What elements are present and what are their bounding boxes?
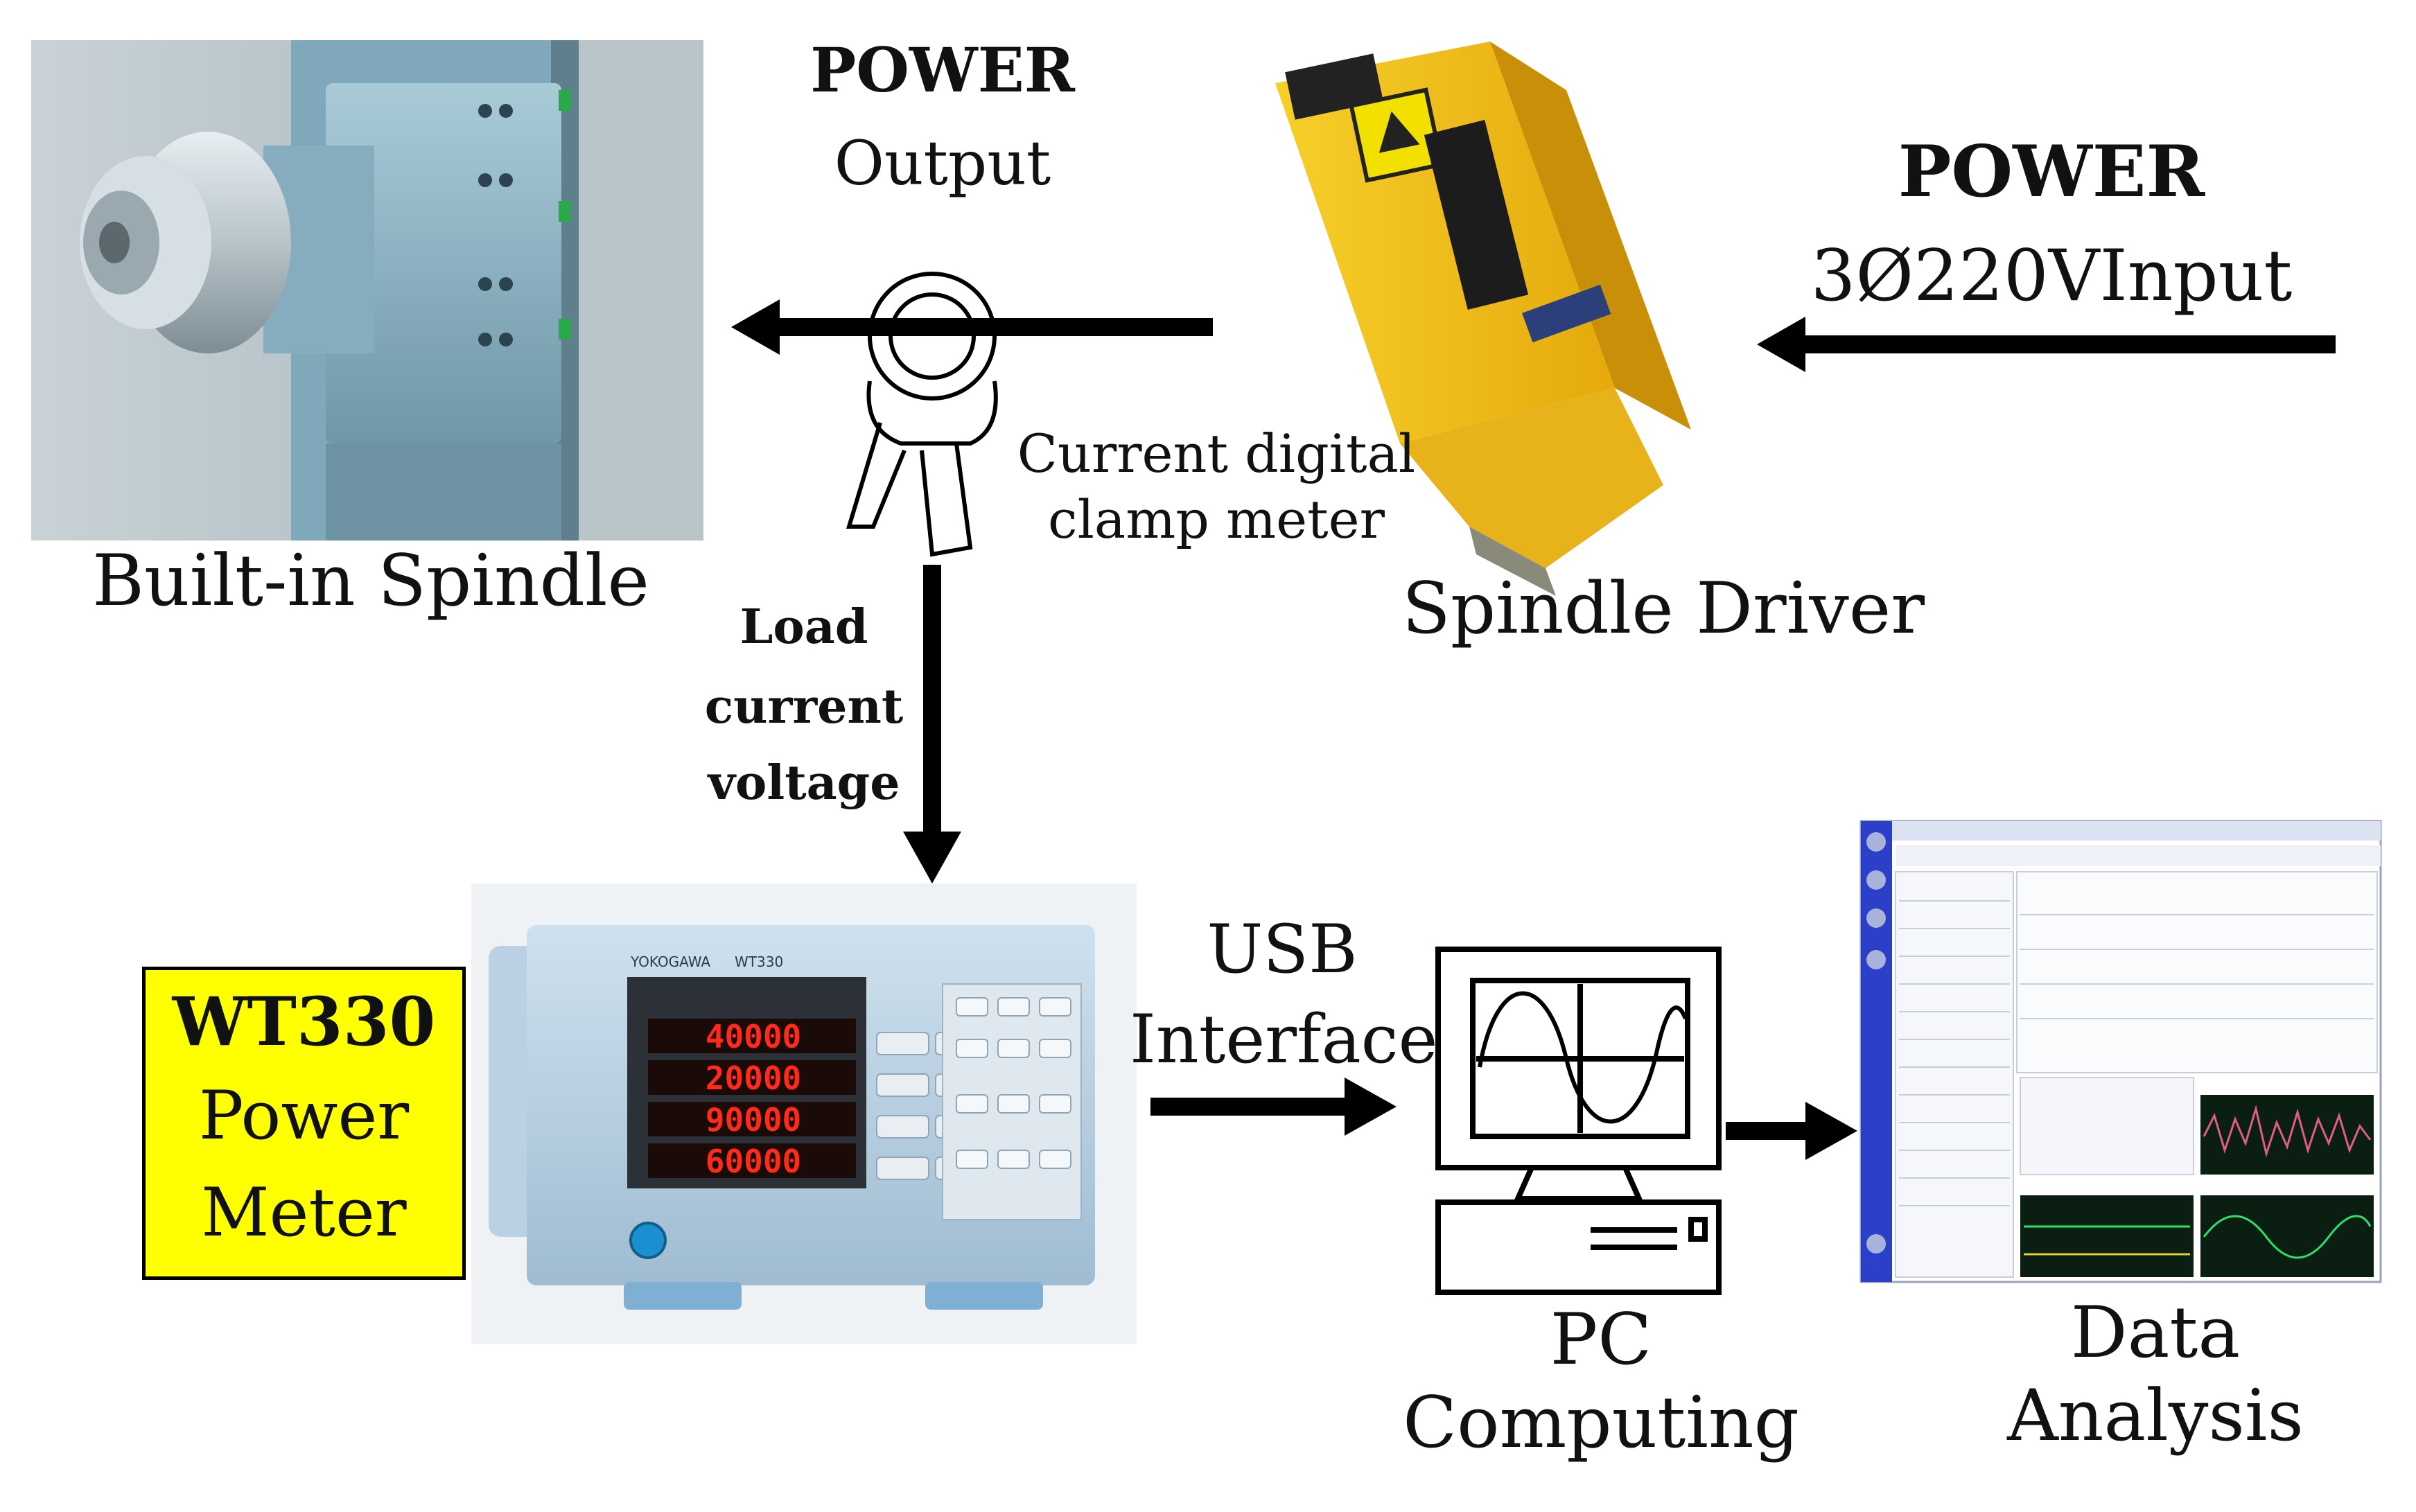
meter-reading-4: 60000 [706,1143,801,1180]
data-analysis-label-line2: Analysis [2007,1375,2304,1457]
power-output-subtitle: Output [834,128,1051,199]
load-label-line3: voltage [708,755,900,811]
power-input-subtitle: 3Ø220VInput [1810,235,2293,317]
wt330-label-line1: WT330 [172,983,436,1061]
arrow-to-power-meter [903,832,961,884]
clamp-meter-label-line1: Current digital [1017,423,1416,484]
power-output-title: POWER [810,34,1075,106]
pc-computing-label-line1: PC [1550,1299,1652,1381]
meter-reading-3: 90000 [706,1101,801,1139]
wt330-label-line3: Meter [201,1174,407,1251]
arrow-to-data-analysis [1805,1102,1857,1160]
built-in-spindle-label: Built-in Spindle [92,540,649,622]
usb-interface-label-line2: Interface [1130,1001,1438,1078]
data-analysis-label-line1: Data [2070,1292,2241,1374]
power-input-title: POWER [1898,130,2205,213]
power-meter-image: 40000 20000 90000 60000 YOKOGAWA WT330 [471,884,1137,1344]
load-label-line2: current [704,679,904,735]
arrow-to-driver [1757,317,1805,372]
meter-reading-2: 20000 [706,1060,801,1097]
pc-computing-label-line2: Computing [1403,1382,1799,1464]
wt330-label-box [142,967,466,1280]
arrow-to-pc [1345,1078,1397,1136]
meter-reading-1: 40000 [706,1018,801,1055]
data-analysis-image [1859,820,2382,1283]
clamp-meter-label-line2: clamp meter [1048,489,1385,550]
pc-icon [1435,947,1722,1295]
meter-model: WT330 [735,953,783,970]
spindle-driver-label: Spindle Driver [1401,568,1925,650]
usb-interface-label-line1: USB [1207,911,1358,988]
spindle-driver-image [1275,42,1691,596]
meter-brand: YOKOGAWA [630,953,710,970]
built-in-spindle-image [31,40,703,540]
wt330-label-line2: Power [198,1077,410,1154]
load-label-line1: Load [739,599,868,655]
clamp-meter-icon [846,272,998,557]
arrow-to-spindle [731,299,780,355]
